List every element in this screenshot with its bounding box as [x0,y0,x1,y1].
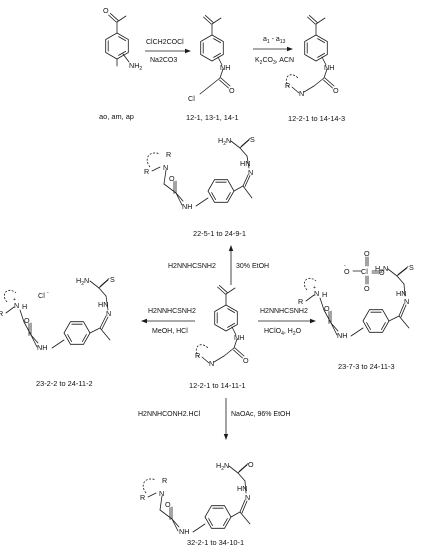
atom-r: R [0,309,3,318]
atom-hn: HN [237,484,247,493]
arrow-right [258,318,316,324]
label-product-down: 32-2-1 to 34-10-1 [187,538,244,547]
product-perchlorate: N HN S H2N NH O N R H + O - Cl O O O [298,249,414,340]
charge-minus: - [47,290,49,296]
atom-n: N [299,89,304,98]
charge-minus: - [344,263,346,269]
reagent-up-solvent: 30% EtOH [236,263,269,270]
atom-o: O [248,460,254,469]
atom-o: O [324,304,330,313]
atom-n-eq: N [248,168,253,177]
center-aminoacetamide: NH O N R [195,284,249,368]
atom-n: N [14,301,19,310]
reagent-left-thiosemicarbazide: H2NNHCSNH2 [148,308,196,315]
atom-nh: NH [220,63,230,72]
atom-r: R [285,81,290,90]
reagent-up-thiosemicarbazide: H2NNHCSNH2 [168,263,216,270]
atom-h2n: H2N [76,276,89,287]
atom-h: H [322,290,327,299]
start-aminoacetophenone: NH2 O [103,6,142,72]
arrow-step1 [145,48,191,54]
label-product-left: 23-2-2 to 24-11-2 [36,379,93,388]
label-center: 12-2-1 to 14-11-1 [189,381,246,390]
atom-clo4-cl: Cl [361,267,368,276]
reagent-k2co3-acn: K2CO3, ACN [255,57,294,66]
atom-nh: NH [37,343,47,352]
atom-o: O [24,316,30,325]
atom-hn: HN [98,300,108,309]
product-aminoacetamide: NH O N R [285,15,339,98]
atom-cl: Cl [188,94,195,103]
atom-h2n: H2N [216,461,229,472]
reagent-down-conditions: NaOAc, 96% EtOH [231,411,291,418]
label-product-up: 22-5-1 to 24-9-1 [193,229,246,238]
atom-o-minus: O [344,267,350,276]
atom-o: O [333,86,339,95]
label-product-right: 23-7-3 to 24-11-3 [338,362,395,371]
reagent-right-thiosemicarbazide: H2NNHCSNH2 [260,308,308,315]
reagent-right-conditions: HClO4, H2O [264,328,302,337]
arrow-down [223,398,229,440]
atom-s: S [409,263,414,272]
atom-nh: NH [182,202,192,211]
atom-r: R [162,476,167,485]
atom-n: N [314,289,319,298]
atom-nh2: NH2 [129,61,142,72]
reagent-amines: a1 - a13 [263,36,286,45]
atom-o: O [103,6,109,15]
atom-h2n: H2N [218,136,231,147]
atom-n-eq: N [106,309,111,318]
product-thiosemicarbazone-base: N HN S H2N NH O N R R [144,135,255,211]
label-aminoacetamide: 12-2-1 to 14-14-3 [288,114,345,123]
atom-nh: NH [234,333,244,342]
reagent-down-semicarbazide: H2NNHCONH2.HCl [138,411,201,418]
atom-o: O [243,356,249,365]
charge-plus: + [313,285,316,291]
atom-n: N [163,163,168,172]
atom-hn: HN [240,159,250,168]
atom-clo4-o3: O [379,268,385,277]
product-semicarbazone: N HN O H2N NH O N R R [140,460,254,536]
atom-r: R [298,297,303,306]
arrow-up [228,245,234,285]
atom-nh: NH [337,331,347,340]
atom-r: R [144,167,149,176]
atom-s: S [110,275,115,284]
atom-r: R [195,351,200,360]
product-chloroacetamide: Cl NH O [188,15,235,103]
arrow-step2 [253,46,293,52]
atom-hn: HN [396,289,406,298]
atom-s: S [250,135,255,144]
charge-plus: + [13,297,16,303]
atom-n-eq: N [404,297,409,306]
atom-r: R [140,493,145,502]
atom-h: H [22,302,27,311]
atom-nh: NH [179,527,189,536]
atom-n: N [159,489,164,498]
label-start: ao, am, ap [99,112,134,121]
label-chloroacetamide: 12-1, 13-1, 14-1 [186,113,239,122]
reagent-left-conditions: MeOH, HCl [152,328,188,335]
arrow-left [141,318,195,324]
atom-o: O [169,174,175,183]
atom-cl-minus: Cl [38,291,45,300]
product-hydrochloride: N HN S H2N NH O N R H + Cl - [0,275,115,352]
atom-nh: NH [324,63,334,72]
reagent-chloroacetyl-chloride: ClCH2COCl [146,39,184,46]
atom-n: N [209,359,214,368]
atom-o: O [165,500,171,509]
atom-o: O [229,86,235,95]
reagent-sodium-carbonate: Na2CO3 [150,57,177,64]
atom-h2n: H2N [375,264,388,275]
atom-r: R [166,150,171,159]
atom-clo4-o1: O [364,249,370,258]
atom-clo4-o2: O [364,284,370,293]
atom-n-eq: N [245,493,250,502]
